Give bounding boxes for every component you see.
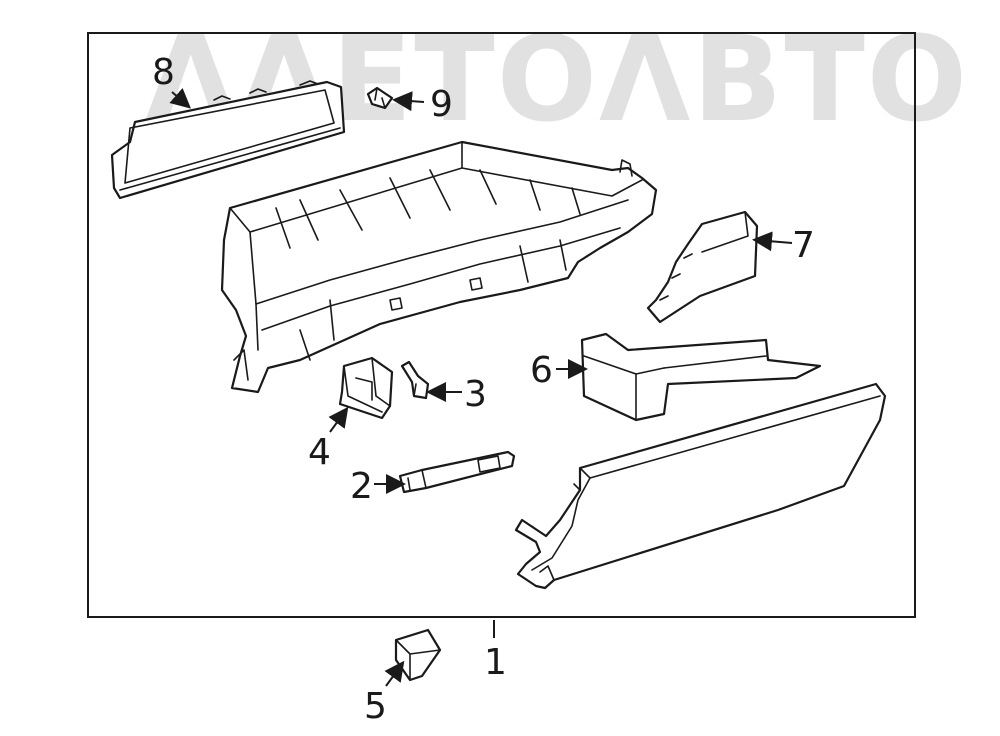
callout-8: 8: [152, 52, 175, 93]
leader-9: [392, 91, 425, 112]
part-2-damper: [398, 450, 516, 494]
part-6-stay: [580, 332, 822, 422]
glove-box-door: [514, 382, 887, 590]
part-5-button: [394, 628, 442, 682]
assembly-frame: [87, 32, 916, 618]
part-9-clip: [366, 86, 394, 110]
part-4-latch: [338, 356, 394, 420]
part-7-bracket: [646, 210, 759, 324]
leader-8: [169, 87, 192, 109]
callout-1: 1: [484, 642, 507, 683]
leader-7: [752, 231, 793, 252]
leader-lines: [169, 87, 793, 687]
part-8-panel: [110, 80, 346, 200]
callout-6: 6: [530, 350, 553, 391]
callout-2: 2: [350, 466, 373, 507]
glove-box-housing: [220, 140, 658, 394]
callout-3: 3: [464, 374, 487, 415]
callout-5: 5: [364, 686, 387, 727]
callout-9: 9: [430, 84, 453, 125]
callout-labels: 8 9 7 6 3 4 2 1 5: [152, 52, 815, 727]
callout-7: 7: [792, 225, 815, 266]
leader-4: [328, 406, 349, 433]
callout-4: 4: [308, 432, 331, 473]
part-3-pin: [400, 360, 430, 400]
leader-5: [384, 660, 405, 687]
